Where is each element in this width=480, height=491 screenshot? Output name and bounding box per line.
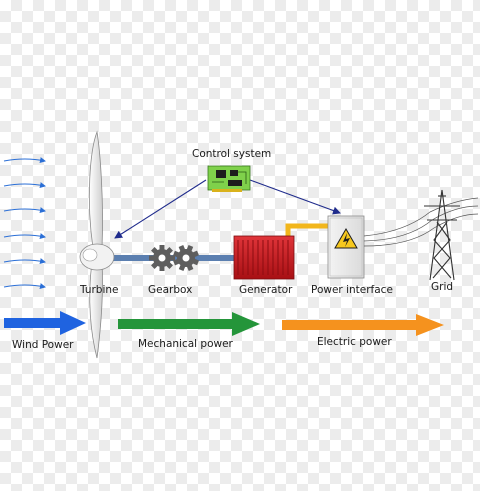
electric-power-arrow <box>282 314 444 336</box>
wind-power-arrow <box>4 311 86 335</box>
control-system-label: Control system <box>192 148 271 160</box>
wind-flow-icon <box>3 157 46 289</box>
grid-wires <box>363 197 479 247</box>
mechanical-power-label: Mechanical power <box>138 338 234 350</box>
wind-power-label: Wind Power <box>12 339 74 351</box>
mechanical-power-arrow <box>118 312 260 336</box>
generator-label: Generator <box>239 284 293 296</box>
electric-power-label: Electric power <box>317 336 392 348</box>
turbine-label: Turbine <box>79 284 119 296</box>
transmission-tower-icon <box>424 189 460 281</box>
power-interface-label: Power interface <box>311 284 393 296</box>
wind-turbine-icon <box>79 130 115 359</box>
gear-icon <box>149 245 199 271</box>
circuit-board-icon <box>207 165 251 192</box>
grid-label: Grid <box>431 281 453 293</box>
generator-icon <box>233 235 295 280</box>
gearbox-label: Gearbox <box>148 284 192 296</box>
high-voltage-warning-icon <box>334 228 358 249</box>
control-signal-arrows <box>114 179 341 239</box>
